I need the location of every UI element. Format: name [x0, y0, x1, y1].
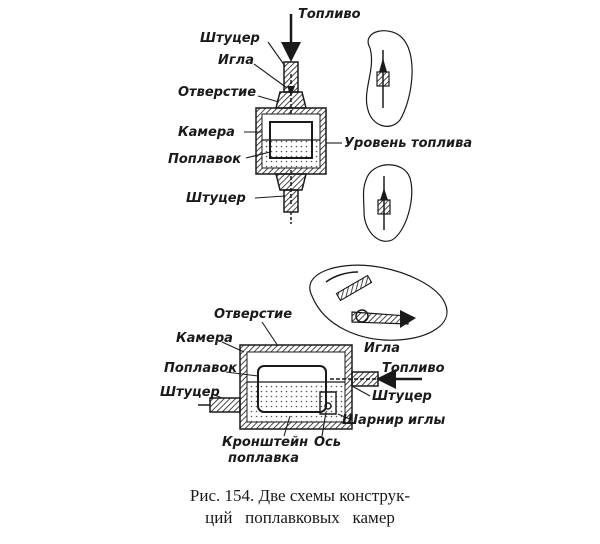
label-chamber-top: Камера — [178, 125, 235, 140]
top-leaders — [244, 41, 342, 199]
bottom-seat — [275, 173, 307, 191]
float-bracket — [319, 391, 337, 415]
label-opening-top: Отверстие — [178, 85, 256, 100]
float-h — [257, 365, 327, 413]
label-fitting-right: Штуцер — [372, 389, 432, 404]
fuel-volume — [262, 140, 320, 168]
needle-hinge-detail — [309, 264, 448, 341]
caption-line-1: Рис. 154. Две схемы конструк- — [189, 486, 411, 505]
label-needle-top: Игла — [218, 53, 254, 68]
horizontal-float-chamber: Отверстие Камера Игла Поплавок Топливо Ш… — [160, 307, 445, 466]
fuel-volume-h — [247, 382, 345, 422]
label-float-h: Поплавок — [164, 361, 238, 376]
label-fitting-bottom: Штуцер — [186, 191, 246, 206]
label-fuel-top: Топливо — [298, 7, 361, 22]
bottom-fitting — [283, 189, 299, 213]
needle-tip — [287, 86, 295, 96]
label-needle-h: Игла — [364, 341, 400, 356]
needle-detail-lower — [362, 164, 413, 242]
bracket-axis — [324, 402, 332, 410]
label-opening-h: Отверстие — [214, 307, 292, 322]
float — [269, 121, 313, 159]
label-fuel-h: Топливо — [382, 361, 445, 376]
bottom-leaders — [211, 321, 371, 437]
label-fitting-top: Штуцер — [200, 31, 260, 46]
label-chamber-h: Камера — [176, 331, 233, 346]
label-fitting-left: Штуцер — [160, 385, 220, 400]
vertical-float-chamber: Топливо Штуцер Игла Отверстие Камера Уро… — [168, 7, 472, 224]
label-fuel-level: Уровень топлива — [344, 136, 472, 151]
label-axis: Ось — [314, 435, 341, 450]
label-needle-hinge: Шарнир иглы — [342, 413, 445, 428]
left-fitting — [209, 397, 241, 413]
label-bracket-2: поплавка — [228, 451, 299, 466]
label-bracket-1: Кронштейн — [222, 435, 308, 450]
caption-line-2: ций поплавковых камер — [205, 508, 395, 527]
label-float-top: Поплавок — [168, 152, 242, 167]
needle-detail-upper — [365, 30, 413, 127]
